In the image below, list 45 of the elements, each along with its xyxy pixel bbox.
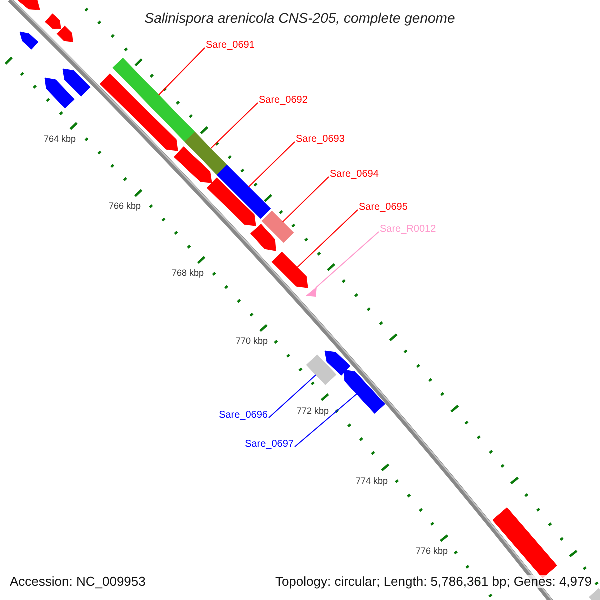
leader-line <box>268 374 317 418</box>
gene-feature <box>112 58 196 142</box>
gene-feature <box>589 588 600 600</box>
gene-feature <box>250 224 276 252</box>
gene-feature <box>62 68 91 97</box>
scale-label: 764 kbp <box>42 135 78 144</box>
gene-feature <box>174 146 212 184</box>
scale-label: 772 kbp <box>296 407 330 416</box>
gene-triangle <box>306 287 317 297</box>
scale-label: 776 kbp <box>414 547 450 556</box>
gene-feature <box>216 164 272 220</box>
genome-info-text: Topology: circular; Length: 5,786,361 bp; Genes: 4,979 <box>275 575 592 588</box>
gene-feature <box>344 370 386 414</box>
gene-label: Sare_0694 <box>330 170 379 180</box>
gene-label: Sare_0695 <box>359 203 408 213</box>
scale-label: 768 kbp <box>170 269 206 278</box>
gene-feature <box>184 132 228 176</box>
gene-label: Sare_0691 <box>206 41 255 51</box>
leader-line <box>316 232 380 288</box>
leader-line <box>248 142 296 188</box>
title: Salinispora arenicola CNS-205, complete genome <box>144 11 456 25</box>
scale-label: 766 kbp <box>108 202 142 211</box>
gene-feature <box>206 178 256 226</box>
leader-line <box>296 210 358 268</box>
gene-label: Sare_0692 <box>259 96 308 106</box>
gene-feature <box>272 252 308 288</box>
gene-label: Sare_0697 <box>245 440 294 450</box>
leader-line <box>210 102 258 150</box>
gene-feature <box>45 14 62 30</box>
scale-label: 770 kbp <box>234 337 270 346</box>
gene-feature <box>56 26 74 42</box>
scale-label: 774 kbp <box>354 477 390 486</box>
gene-label: Sare_0696 <box>219 411 268 421</box>
accession-text: Accession: NC_009953 <box>10 575 146 588</box>
gene-label: Sare_0693 <box>296 135 345 145</box>
gene-label: Sare_R0012 <box>380 225 436 235</box>
leader-line <box>282 176 330 223</box>
gene-feature <box>306 354 337 386</box>
gene-feature <box>20 32 39 50</box>
gene-feature <box>262 210 294 244</box>
leader-line <box>158 48 206 96</box>
gene-feature <box>44 78 75 109</box>
gene-feature <box>324 350 351 376</box>
gene-feature <box>100 74 178 152</box>
leader-line <box>294 394 358 448</box>
